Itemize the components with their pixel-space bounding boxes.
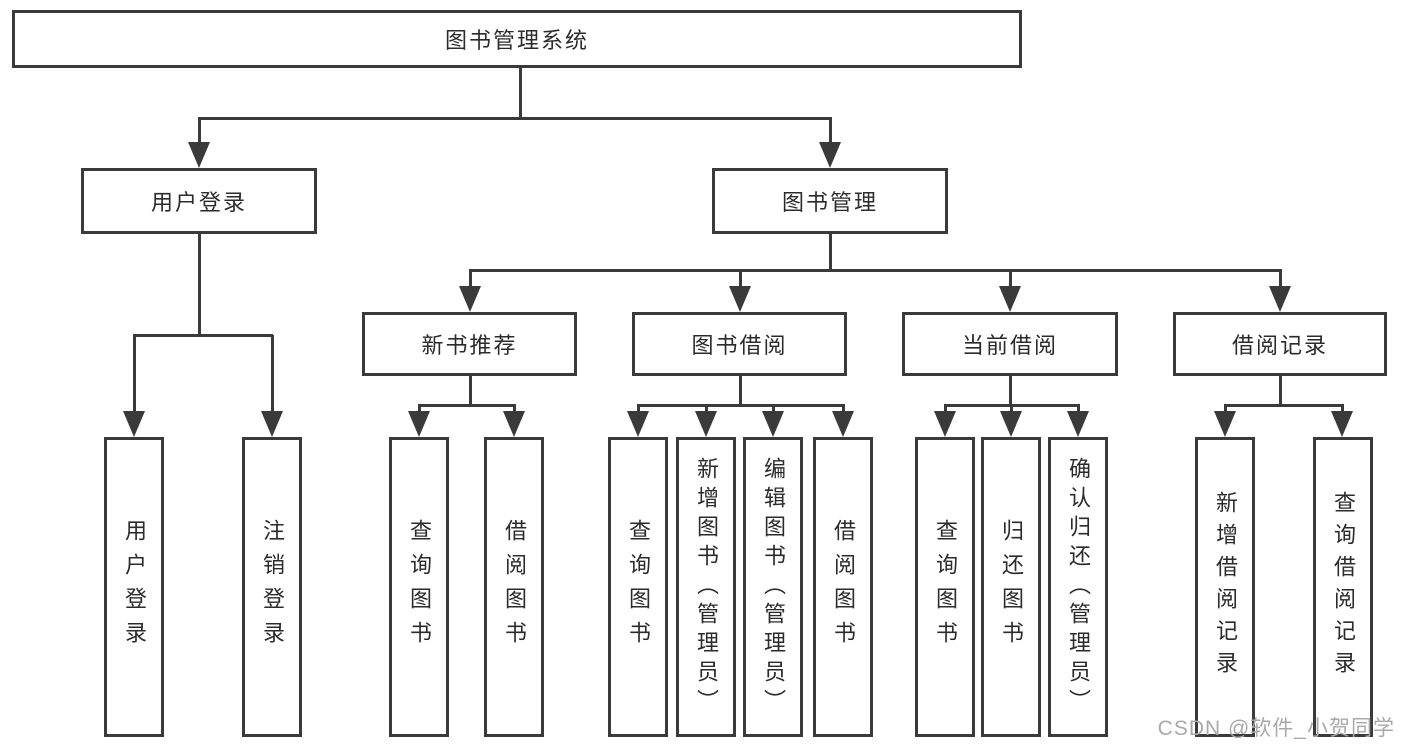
- leaf-query-books-under-borrowing: 查询图书: [608, 437, 668, 737]
- arrowhead: [819, 142, 841, 168]
- node-book-borrowing: 图书借阅: [632, 312, 847, 376]
- connector-line: [829, 118, 832, 158]
- arrowhead: [1269, 286, 1291, 312]
- arrowhead: [1000, 411, 1022, 437]
- arrowhead: [459, 286, 481, 312]
- node-label: 图书借阅: [691, 333, 788, 358]
- connector-line: [198, 117, 832, 120]
- connector-line: [198, 118, 201, 158]
- node-library-management-system: 图书管理系统: [12, 10, 1022, 68]
- node-label: 图书管理系统: [444, 28, 589, 53]
- connector-line: [469, 270, 472, 290]
- arrowhead: [695, 411, 717, 437]
- leaf-label: 用户登录: [122, 519, 147, 655]
- leaf-confirm-return-admin: 确认归还（管理员）: [1048, 437, 1108, 737]
- arrowhead: [627, 411, 649, 437]
- node-label: 当前借阅: [961, 333, 1058, 358]
- connector-line: [198, 234, 201, 335]
- arrowhead: [503, 411, 525, 437]
- leaf-label: 注销登录: [260, 519, 285, 655]
- leaf-label: 借阅图书: [831, 519, 856, 655]
- leaf-query-books-under-new-books: 查询图书: [389, 437, 449, 737]
- connector-line: [637, 404, 845, 407]
- connector-line: [1009, 376, 1012, 405]
- leaf-borrow-books-under-new-books: 借阅图书: [484, 437, 544, 737]
- connector-line: [1224, 404, 1344, 407]
- connector-line: [133, 334, 273, 337]
- node-label: 新书推荐: [421, 333, 518, 358]
- node-borrowing-records: 借阅记录: [1173, 312, 1387, 376]
- leaf-add-borrow-record: 新增借阅记录: [1195, 437, 1255, 737]
- leaf-label: 借阅图书: [502, 519, 527, 655]
- connector-line: [739, 376, 742, 405]
- leaf-label: 查询图书: [933, 519, 958, 655]
- connector-line: [1009, 270, 1012, 290]
- leaf-add-books-admin: 新增图书（管理员）: [676, 437, 736, 737]
- leaf-edit-books-admin: 编辑图书（管理员）: [743, 437, 803, 737]
- leaf-query-books-under-current: 查询图书: [915, 437, 975, 737]
- leaf-label: 查询借阅记录: [1331, 491, 1356, 683]
- leaf-label: 查询图书: [626, 519, 651, 655]
- leaf-label: 新增借阅记录: [1213, 491, 1238, 683]
- leaf-label: 归还图书: [999, 519, 1024, 655]
- leaf-label: 确认归还（管理员）: [1066, 456, 1091, 718]
- connector-line: [519, 68, 522, 118]
- connector-line: [469, 269, 1282, 272]
- connector-line: [1279, 376, 1282, 405]
- connector-line: [739, 270, 742, 290]
- arrowhead: [999, 286, 1021, 312]
- node-book-management: 图书管理: [712, 168, 948, 234]
- leaf-return-books: 归还图书: [981, 437, 1041, 737]
- arrowhead: [762, 411, 784, 437]
- arrowhead: [188, 142, 210, 168]
- node-label: 图书管理: [781, 190, 878, 215]
- arrowhead: [832, 411, 854, 437]
- arrowhead: [408, 411, 430, 437]
- leaf-label: 编辑图书（管理员）: [761, 456, 786, 718]
- arrowhead: [123, 411, 145, 437]
- node-label: 借阅记录: [1231, 333, 1328, 358]
- connector-line: [1279, 270, 1282, 290]
- node-current-borrowing: 当前借阅: [902, 312, 1118, 376]
- arrowhead: [1214, 411, 1236, 437]
- arrowhead: [1067, 411, 1089, 437]
- leaf-query-borrow-record: 查询借阅记录: [1313, 437, 1373, 737]
- connector-line: [829, 234, 832, 270]
- connector-line: [418, 404, 516, 407]
- connector-line: [133, 335, 136, 415]
- leaf-label: 新增图书（管理员）: [694, 456, 719, 718]
- node-new-book-recommendation: 新书推荐: [362, 312, 577, 376]
- leaf-label: 查询图书: [407, 519, 432, 655]
- node-label: 用户登录: [150, 190, 247, 215]
- arrowhead: [934, 411, 956, 437]
- leaf-user-login: 用户登录: [104, 437, 164, 737]
- node-user-login: 用户登录: [81, 168, 317, 234]
- arrowhead: [1331, 411, 1353, 437]
- leaf-logout: 注销登录: [242, 437, 302, 737]
- connector-line: [469, 376, 472, 405]
- connector-line: [271, 335, 274, 415]
- arrowhead: [729, 286, 751, 312]
- leaf-borrow-books-under-borrowing: 借阅图书: [813, 437, 873, 737]
- csdn-watermark: CSDN @软件_小贺同学: [1157, 717, 1395, 740]
- arrowhead: [261, 411, 283, 437]
